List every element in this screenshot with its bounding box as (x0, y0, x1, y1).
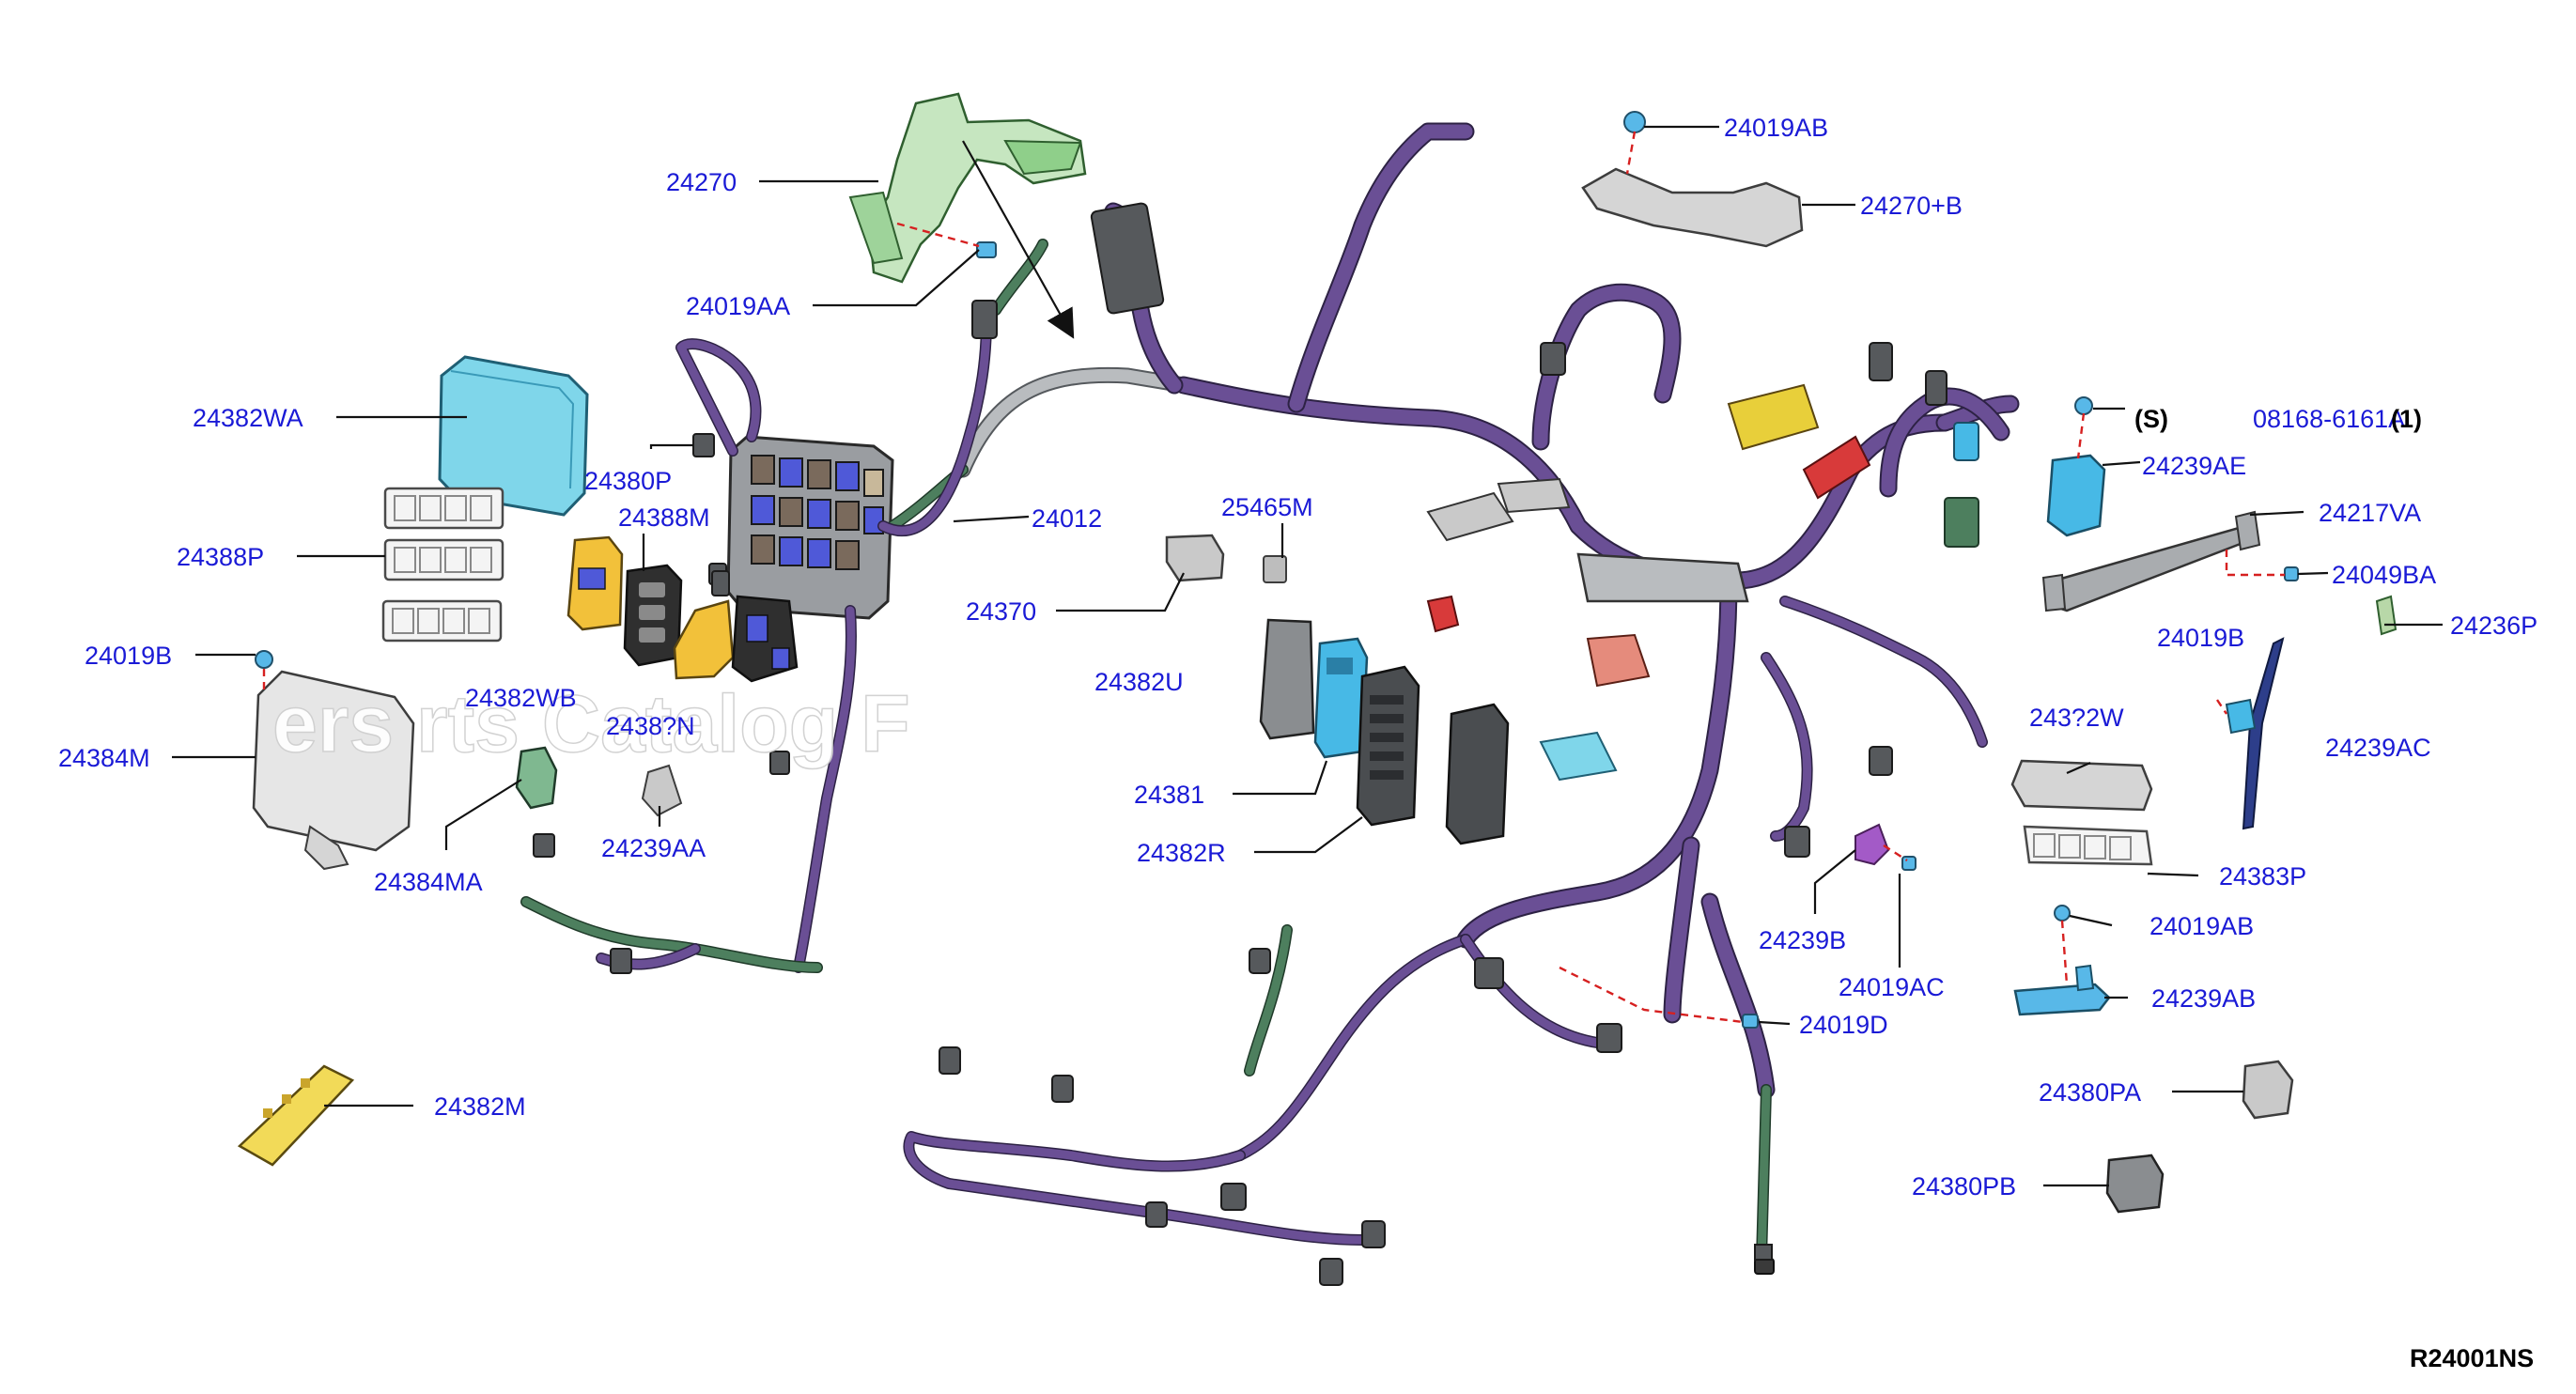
bracket-24239AE (2046, 396, 2106, 537)
connector-24384MA (515, 746, 558, 810)
callout-24380P: 24380P (584, 467, 672, 495)
fuse-box-cover-24382WA (438, 355, 589, 517)
relay-holder-24382WB (566, 535, 624, 631)
harness-tape-wraps (1727, 383, 1871, 500)
cover-2438xN (673, 599, 735, 680)
connector-24380P (692, 433, 715, 457)
callout-24239B: 24239B (1759, 926, 1846, 954)
bracket-24239AB (2013, 905, 2111, 1016)
callout-24239AA: 24239AA (601, 834, 706, 862)
callout-25465M: 25465M (1221, 493, 1313, 521)
clip-24239AA (641, 764, 683, 817)
callout-24019AB-mid: 24019AB (2149, 912, 2254, 940)
callout-24384M: 24384M (58, 744, 150, 772)
callout-24382WB: 24382WB (465, 684, 577, 712)
diagram-ref-code: R24001NS (2410, 1344, 2534, 1372)
fuse-block-24388M (623, 564, 683, 667)
fuse-holder-frames-24388P (381, 487, 504, 643)
bracket-24381 (1313, 637, 1369, 759)
callout-24019AA: 24019AA (686, 292, 790, 320)
callout-2438xW: 243?2W (2029, 704, 2124, 732)
callout-24382M: 24382M (434, 1092, 526, 1121)
callout-24019D: 24019D (1799, 1011, 1888, 1039)
bracket-24270 (848, 92, 1087, 284)
callout-24012: 24012 (1032, 504, 1102, 533)
central-junction (1426, 477, 1749, 782)
screw-24049BA (2284, 566, 2299, 581)
watermark: ers rts Catalog F (272, 679, 910, 769)
module-24384M (252, 650, 415, 871)
module-24382U (1259, 618, 1315, 740)
module-243x2W (2010, 759, 2153, 812)
screw-24019D (1742, 1014, 1759, 1029)
connector-24380PA (2242, 1060, 2294, 1120)
module-24382R (1356, 665, 1420, 827)
fuse-block-main (726, 435, 894, 620)
callout-24019AB-top: 24019AB (1724, 114, 1828, 142)
callout-08168: 08168-6161A (2253, 405, 2405, 433)
relay-block (731, 595, 799, 683)
callout-24239AE: 24239AE (2142, 452, 2246, 480)
callout-24236P: 24236P (2450, 612, 2537, 640)
callout-24019B-right: 24019B (2157, 624, 2244, 652)
callout-24270: 24270 (666, 168, 737, 196)
callout-24049BA: 24049BA (2332, 561, 2436, 589)
callout-24380PB: 24380PB (1912, 1172, 2016, 1200)
callout-24383P: 24383P (2219, 862, 2306, 891)
harness-connectors (533, 202, 1979, 1286)
connector-24382M (237, 1064, 355, 1167)
callout-24217VA: 24217VA (2319, 499, 2421, 527)
callout-24382R: 24382R (1137, 839, 1226, 867)
callout-24381: 24381 (1134, 781, 1204, 809)
screw-24019AA (976, 241, 997, 258)
bracket-24270B (1581, 111, 1804, 248)
connector-25465M (1263, 555, 1287, 583)
callout-2438xN: 2438?N (606, 712, 695, 740)
callout-24384MA: 24384MA (374, 868, 483, 896)
callout-24388P: 24388P (177, 543, 264, 571)
callout-24239AC: 24239AC (2325, 734, 2431, 762)
callout-24270B: 24270+B (1860, 192, 1963, 220)
leader-lines (172, 125, 2443, 1187)
callout-24019B-left: 24019B (85, 642, 172, 670)
callout-1: (1) (2391, 405, 2422, 433)
callout-24239AB: 24239AB (2151, 984, 2256, 1013)
bracket-24239AC (2225, 637, 2285, 830)
module-center (1445, 703, 1510, 845)
connector-24380PB (2105, 1154, 2165, 1214)
callout-24382WA: 24382WA (193, 404, 303, 432)
bracket-24217VA (2041, 510, 2261, 612)
connector-24370 (1165, 534, 1225, 582)
callout-24370: 24370 (966, 597, 1036, 626)
callout-24388M: 24388M (618, 503, 710, 532)
callout-24019AC: 24019AC (1839, 973, 1945, 1001)
callout-24382U: 24382U (1094, 668, 1184, 696)
callout-24380PA: 24380PA (2039, 1078, 2141, 1107)
clip-24236P (2375, 595, 2398, 636)
frame-24383P (2023, 825, 2153, 866)
fastener-dash-lines (262, 131, 2285, 1024)
callout-S: (S) (2134, 405, 2168, 433)
callout-labels: 24270 24019AA 24382WA 24380P 24388M 2401… (58, 114, 2537, 1200)
